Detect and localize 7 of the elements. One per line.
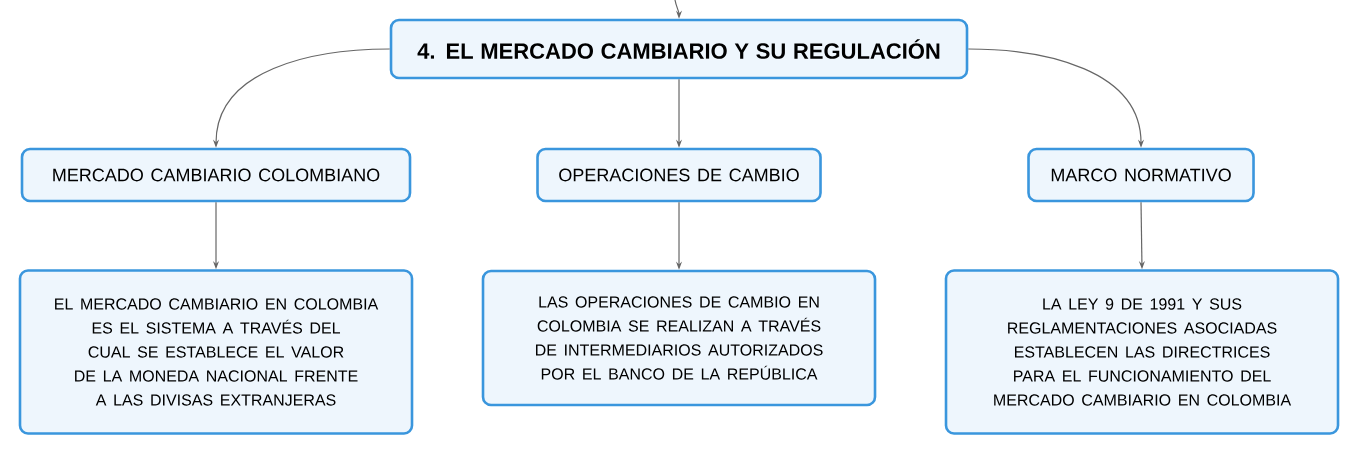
- topic-box: OPERACIONES DE CAMBIO: [536, 147, 822, 203]
- description-box: LAS OPERACIONES DE CAMBIO EN COLOMBIA SE REALIZAN A TRAVÉS DE INTERMEDIARIOS AUTORIZADOS POR EL BANCO DE LA REPÚBLICA: [481, 269, 877, 407]
- description-box: LA LEY 9 DE 1991 Y SUS REGLAMENTACIONES ASOCIADAS ESTABLECEN LAS DIRECTRICES PARA EL FUNCIONAMIENTO DEL MERCADO CAMBIARIO EN COLOMBIA: [944, 269, 1340, 435]
- topic-box: MERCADO CAMBIARIO COLOMBIANO: [20, 147, 412, 203]
- description-box: EL MERCADO CAMBIARIO EN COLOMBIA ES EL SISTEMA A TRAVÉS DEL CUAL SE ESTABLECE EL VALOR DE LA MONEDA NACIONAL FRENTE A LAS DIVISAS EXTRANJERAS: [18, 269, 414, 435]
- topic-box: MARCO NORMATIVO: [1027, 147, 1255, 203]
- title-box: 4. EL MERCADO CAMBIARIO Y SU REGULACIÓN: [389, 18, 969, 80]
